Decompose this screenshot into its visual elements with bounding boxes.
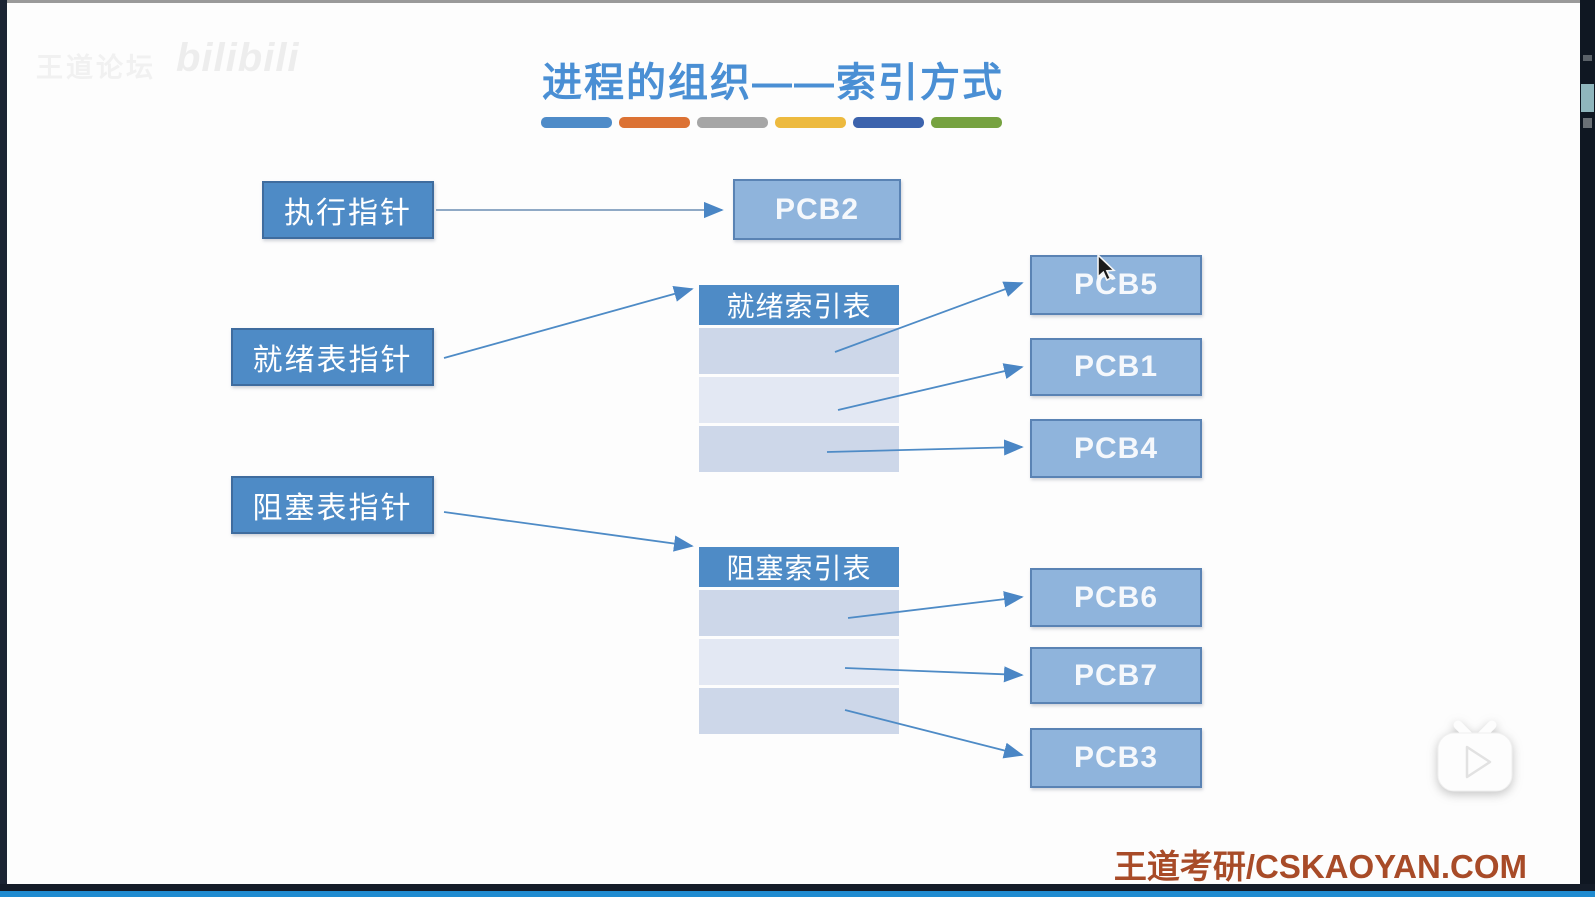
ready-pointer-box: 就绪表指针 — [231, 328, 434, 386]
divider-dash — [541, 117, 612, 128]
divider-dash — [931, 117, 1002, 128]
pcb-box-ready-2: PCB1 — [1030, 338, 1202, 396]
divider-dash — [697, 117, 768, 128]
bilibili-play-icon[interactable] — [1430, 703, 1520, 798]
exec-pointer-box: 执行指针 — [262, 181, 434, 239]
player-bottom-bar — [0, 884, 1595, 891]
slide-title: 进程的组织——索引方式 — [542, 61, 1004, 105]
pcb-box-running: PCB2 — [733, 179, 901, 240]
blocked-index-table-header: 阻塞索引表 — [699, 547, 899, 587]
blocked-index-row-1 — [699, 590, 899, 636]
frame-top-line — [0, 0, 1595, 3]
blocked-index-row-3 — [699, 688, 899, 734]
watermark-site-logo: 王道论坛 — [36, 53, 156, 83]
video-progress-bar[interactable] — [0, 891, 1595, 897]
right-strip-mark — [1583, 118, 1592, 128]
ready-index-row-2 — [699, 377, 899, 423]
pcb-box-ready-3: PCB4 — [1030, 419, 1202, 478]
footer-brand: 王道考研/CSKAOYAN.COM — [1113, 848, 1527, 885]
bilibili-logo: bilibili — [176, 36, 300, 80]
divider-dash — [619, 117, 690, 128]
title-divider-dashes — [541, 117, 1011, 128]
ready-index-row-3 — [699, 426, 899, 472]
blocked-pointer-box: 阻塞表指针 — [231, 476, 434, 534]
blocked-index-table: 阻塞索引表 — [699, 547, 899, 734]
right-edge-strip — [1580, 0, 1595, 897]
frame-left-border — [0, 0, 7, 897]
pcb-box-blocked-3: PCB3 — [1030, 728, 1202, 788]
divider-dash — [775, 117, 846, 128]
ready-index-table: 就绪索引表 — [699, 285, 899, 472]
blocked-index-row-2 — [699, 639, 899, 685]
pcb-box-blocked-2: PCB7 — [1030, 647, 1202, 704]
pcb-box-blocked-1: PCB6 — [1030, 568, 1202, 627]
pcb-box-ready-1: PCB5 — [1030, 255, 1202, 315]
right-strip-thumb[interactable] — [1581, 84, 1594, 112]
divider-dash — [853, 117, 924, 128]
ready-index-row-1 — [699, 328, 899, 374]
ready-index-table-header: 就绪索引表 — [699, 285, 899, 325]
right-strip-mark — [1583, 55, 1592, 61]
